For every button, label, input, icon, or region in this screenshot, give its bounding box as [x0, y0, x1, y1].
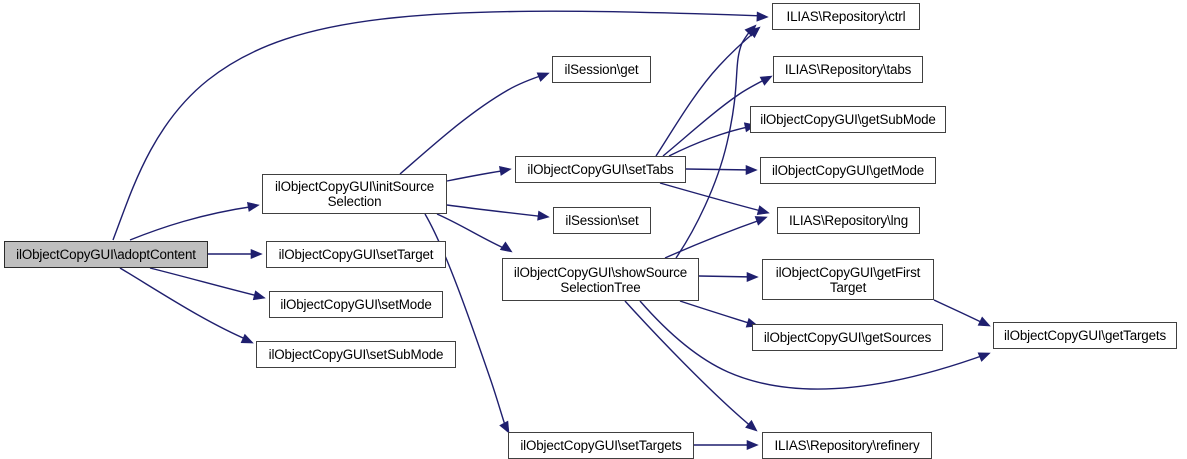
- edge-getFirstTarget-to-getTargets: [933, 299, 988, 326]
- node-label-getTargets: ilObjectCopyGUI\getTargets: [1003, 328, 1167, 343]
- arrowhead-11: [759, 75, 773, 86]
- edge-paths: [112, 10, 988, 446]
- node-label-setTarget: ilObjectCopyGUI\setTarget: [278, 247, 434, 262]
- node-label-getSources: ilObjectCopyGUI\getSources: [763, 330, 932, 345]
- node-label-getFirstTarget: ilObjectCopyGUI\getFirst Target: [775, 264, 921, 295]
- edge-setTabs-to-tabs: [662, 76, 771, 157]
- node-showSourceSelectionTree[interactable]: ilObjectCopyGUI\showSource SelectionTree: [502, 258, 699, 301]
- arrowhead-2: [250, 248, 263, 260]
- node-lng[interactable]: ILIAS\Repository\lng: [777, 207, 920, 234]
- node-setMode[interactable]: ilObjectCopyGUI\setMode: [269, 291, 443, 318]
- node-adoptContent[interactable]: ilObjectCopyGUI\adoptContent: [4, 241, 208, 268]
- node-setTabs[interactable]: ilObjectCopyGUI\setTabs: [515, 156, 686, 183]
- node-refinery[interactable]: ILIAS\Repository\refinery: [762, 432, 932, 459]
- node-initSourceSelection[interactable]: ilObjectCopyGUI\initSource Selection: [262, 174, 447, 214]
- edge-adoptContent-to-setSubMode: [119, 267, 251, 342]
- node-label-lng: ILIAS\Repository\lng: [788, 213, 909, 228]
- arrowhead-17: [746, 271, 759, 283]
- node-getSources[interactable]: ilObjectCopyGUI\getSources: [752, 324, 943, 351]
- arrowhead-1: [246, 201, 260, 212]
- arrowhead-7: [537, 210, 550, 221]
- edge-initSourceSelection-to-setTabs: [446, 169, 509, 182]
- node-getSubMode[interactable]: ilObjectCopyGUI\getSubMode: [750, 106, 946, 133]
- edge-showSourceSelectionTree-to-ctrl: [675, 28, 753, 259]
- node-getMode[interactable]: ilObjectCopyGUI\getMode: [760, 157, 936, 184]
- arrowhead-22: [746, 439, 759, 451]
- edge-showSourceSelectionTree-to-lng: [664, 218, 764, 259]
- edge-showSourceSelectionTree-to-getTargets: [639, 300, 988, 390]
- arrowhead-16: [754, 216, 768, 226]
- arrowhead-19: [977, 352, 991, 362]
- edge-initSourceSelection-to-sessionSet: [446, 204, 547, 218]
- arrowhead-9: [499, 420, 510, 434]
- node-label-ctrl: ILIAS\Repository\ctrl: [786, 9, 906, 24]
- edge-adoptContent-to-initSourceSelection: [129, 205, 257, 241]
- node-label-getMode: ilObjectCopyGUI\getMode: [771, 163, 925, 178]
- arrowhead-0: [756, 11, 769, 22]
- node-label-sessionSet: ilSession\set: [565, 213, 639, 228]
- node-setTargets[interactable]: ilObjectCopyGUI\setTargets: [508, 432, 694, 459]
- arrowhead-15: [744, 24, 757, 37]
- node-label-setSubMode: ilObjectCopyGUI\setSubMode: [268, 347, 444, 362]
- edge-initSourceSelection-to-showSourceSelectionTree: [436, 213, 512, 252]
- node-label-setMode: ilObjectCopyGUI\setMode: [280, 297, 432, 312]
- node-label-getSubMode: ilObjectCopyGUI\getSubMode: [760, 112, 936, 127]
- edge-showSourceSelectionTree-to-refinery: [624, 300, 754, 429]
- node-setTarget[interactable]: ilObjectCopyGUI\setTarget: [266, 241, 446, 268]
- node-getTargets[interactable]: ilObjectCopyGUI\getTargets: [993, 322, 1177, 349]
- arrowheads: [240, 11, 991, 451]
- arrowhead-8: [499, 241, 513, 253]
- node-label-adoptContent: ilObjectCopyGUI\adoptContent: [16, 247, 196, 262]
- node-tabs[interactable]: ILIAS\Repository\tabs: [773, 56, 923, 83]
- arrowhead-6: [498, 165, 512, 176]
- arrowhead-14: [756, 205, 770, 215]
- edge-adoptContent-to-setMode: [149, 267, 263, 298]
- node-label-setTargets: ilObjectCopyGUI\setTargets: [520, 438, 682, 453]
- node-getFirstTarget[interactable]: ilObjectCopyGUI\getFirst Target: [762, 259, 934, 300]
- node-sessionSet[interactable]: ilSession\set: [553, 207, 651, 234]
- node-sessionGet[interactable]: ilSession\get: [552, 56, 651, 83]
- arrowhead-3: [252, 290, 266, 301]
- arrowhead-4: [240, 333, 254, 344]
- edge-setTabs-to-lng: [659, 182, 766, 213]
- arrowhead-20: [745, 419, 758, 432]
- node-setSubMode[interactable]: ilObjectCopyGUI\setSubMode: [256, 341, 456, 368]
- node-label-tabs: ILIAS\Repository\tabs: [784, 62, 912, 77]
- edge-showSourceSelectionTree-to-getFirstTarget: [698, 275, 756, 278]
- arrowhead-21: [977, 316, 991, 327]
- node-label-sessionGet: ilSession\get: [564, 62, 639, 77]
- node-label-initSourceSelection: ilObjectCopyGUI\initSource Selection: [274, 179, 435, 209]
- edge-initSourceSelection-to-sessionGet: [399, 73, 547, 175]
- edge-adoptContent-to-ctrl: [112, 10, 766, 241]
- edge-setTabs-to-getSubMode: [668, 125, 754, 157]
- node-ctrl[interactable]: ILIAS\Repository\ctrl: [772, 3, 920, 30]
- arrowhead-13: [745, 164, 758, 176]
- node-label-refinery: ILIAS\Repository\refinery: [774, 438, 920, 453]
- edge-showSourceSelectionTree-to-getSources: [679, 300, 756, 326]
- node-label-showSourceSelectionTree: ilObjectCopyGUI\showSource SelectionTree: [513, 264, 688, 295]
- node-label-setTabs: ilObjectCopyGUI\setTabs: [527, 162, 674, 177]
- arrowhead-5: [536, 72, 550, 82]
